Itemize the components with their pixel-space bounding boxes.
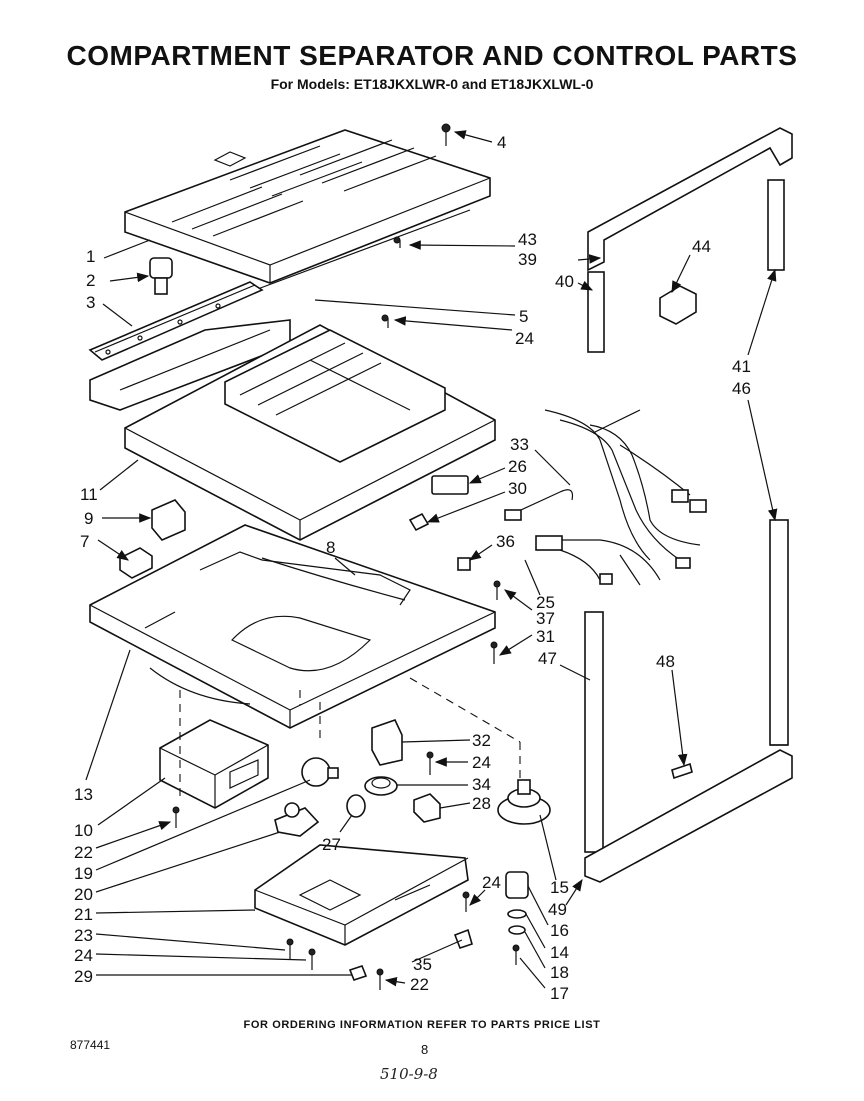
callout-16: 16 <box>550 921 569 940</box>
callout-22-bottom: 22 <box>410 975 429 994</box>
callout-7: 7 <box>80 532 89 551</box>
grommet <box>149 257 173 295</box>
callout-46: 46 <box>732 379 751 398</box>
wire-harness-33 <box>504 409 707 586</box>
trim-strip-39-43 <box>587 127 793 272</box>
spacer-16-14-18 <box>505 871 529 935</box>
separator-top-cover <box>124 129 491 291</box>
page-title: COMPARTMENT SEPARATOR AND CONTROL PARTS <box>66 40 798 71</box>
callout-25: 25 <box>536 593 555 612</box>
callout-15: 15 <box>550 878 569 897</box>
callout-20: 20 <box>74 885 93 904</box>
callout-36: 36 <box>496 532 515 551</box>
callout-26: 26 <box>508 457 527 476</box>
misc-small-parts <box>408 475 471 571</box>
damper-control-15 <box>497 779 551 825</box>
callout-24-mid: 24 <box>472 753 491 772</box>
page-number: 8 <box>421 1042 429 1057</box>
switch-28 <box>413 793 441 823</box>
callout-8: 8 <box>326 538 335 557</box>
document-number: 877441 <box>70 1038 111 1052</box>
callout-4: 4 <box>497 133 506 152</box>
control-housing-10 <box>159 719 269 809</box>
model-subtitle: For Models: ET18JKXLWR-0 and ET18JKXLWL-… <box>270 76 594 92</box>
callout-19: 19 <box>74 864 93 883</box>
callout-33: 33 <box>510 435 529 454</box>
light-bulb-19 <box>301 757 339 787</box>
nut-29-35 <box>348 928 473 981</box>
callout-10: 10 <box>74 821 93 840</box>
callout-14: 14 <box>550 943 569 962</box>
trim-41-46 <box>767 179 789 746</box>
callout-27: 27 <box>322 835 341 854</box>
callout-35: 35 <box>413 955 432 974</box>
callout-37: 37 <box>536 609 555 628</box>
callout-43: 43 <box>518 230 537 249</box>
callout-18: 18 <box>550 963 569 982</box>
ordering-note: FOR ORDERING INFORMATION REFER TO PARTS … <box>243 1019 601 1031</box>
callout-24-right: 24 <box>482 873 501 892</box>
control-bracket-21 <box>254 844 469 946</box>
callout-32: 32 <box>472 731 491 750</box>
control-knob-34 <box>364 776 398 796</box>
gasket-40 <box>587 271 605 353</box>
knob-27 <box>346 794 366 818</box>
clip-44 <box>659 285 697 325</box>
callout-1: 1 <box>86 247 95 266</box>
callout-3: 3 <box>86 293 95 312</box>
callout-2: 2 <box>86 271 95 290</box>
heater-wire <box>261 557 406 601</box>
callout-24-top: 24 <box>515 329 534 348</box>
callout-47: 47 <box>538 649 557 668</box>
callout-22-left: 22 <box>74 843 93 862</box>
gasket-47 <box>584 611 604 853</box>
light-socket-20 <box>274 802 320 837</box>
callout-21: 21 <box>74 905 93 924</box>
clip-7 <box>119 547 153 579</box>
callout-29: 29 <box>74 967 93 986</box>
callout-31: 31 <box>536 627 555 646</box>
separator-base-tray <box>89 524 496 729</box>
callout-49: 49 <box>548 900 567 919</box>
callout-41: 41 <box>732 357 751 376</box>
callout-39: 39 <box>518 250 537 269</box>
separator-middle-panel <box>124 324 496 541</box>
callout-numbers: 4 1 2 3 43 39 40 44 5 24 41 46 33 26 30 … <box>74 133 751 1003</box>
callout-48: 48 <box>656 652 675 671</box>
callout-9: 9 <box>84 509 93 528</box>
callout-13: 13 <box>74 785 93 804</box>
callout-11: 11 <box>80 485 98 504</box>
screw-4 <box>441 123 451 146</box>
thermostat-32 <box>371 719 403 766</box>
callout-40: 40 <box>555 272 574 291</box>
separator-rail <box>88 281 291 411</box>
callout-23: 23 <box>74 926 93 945</box>
leader-lines <box>85 130 778 989</box>
switch-9 <box>151 499 186 541</box>
handwritten-note: 510-9-8 <box>380 1065 438 1083</box>
clip-48 <box>671 762 693 780</box>
callout-30: 30 <box>508 479 527 498</box>
trim-49 <box>584 744 793 883</box>
callout-24-bottom-left: 24 <box>74 946 93 965</box>
callout-34: 34 <box>472 775 491 794</box>
callout-5: 5 <box>519 307 528 326</box>
callout-17: 17 <box>550 984 569 1003</box>
screws-lower <box>172 236 520 990</box>
callout-28: 28 <box>472 794 491 813</box>
callout-44: 44 <box>692 237 711 256</box>
